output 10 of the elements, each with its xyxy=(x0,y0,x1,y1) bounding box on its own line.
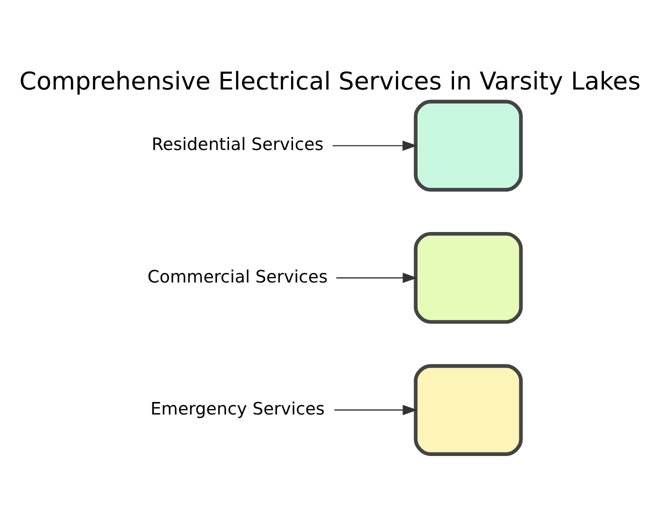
node-text: Residential Services xyxy=(152,135,324,156)
arrow xyxy=(336,272,418,283)
node-box xyxy=(414,364,523,456)
node-box xyxy=(414,100,523,192)
diagram-title: Comprehensive Electrical Services in Varsity Lakes xyxy=(19,66,641,96)
arrow xyxy=(334,404,418,416)
arrow xyxy=(332,140,418,151)
node-box xyxy=(414,232,523,324)
node-text: Emergency Services xyxy=(150,400,325,420)
node-text: Commercial Services xyxy=(148,267,328,288)
